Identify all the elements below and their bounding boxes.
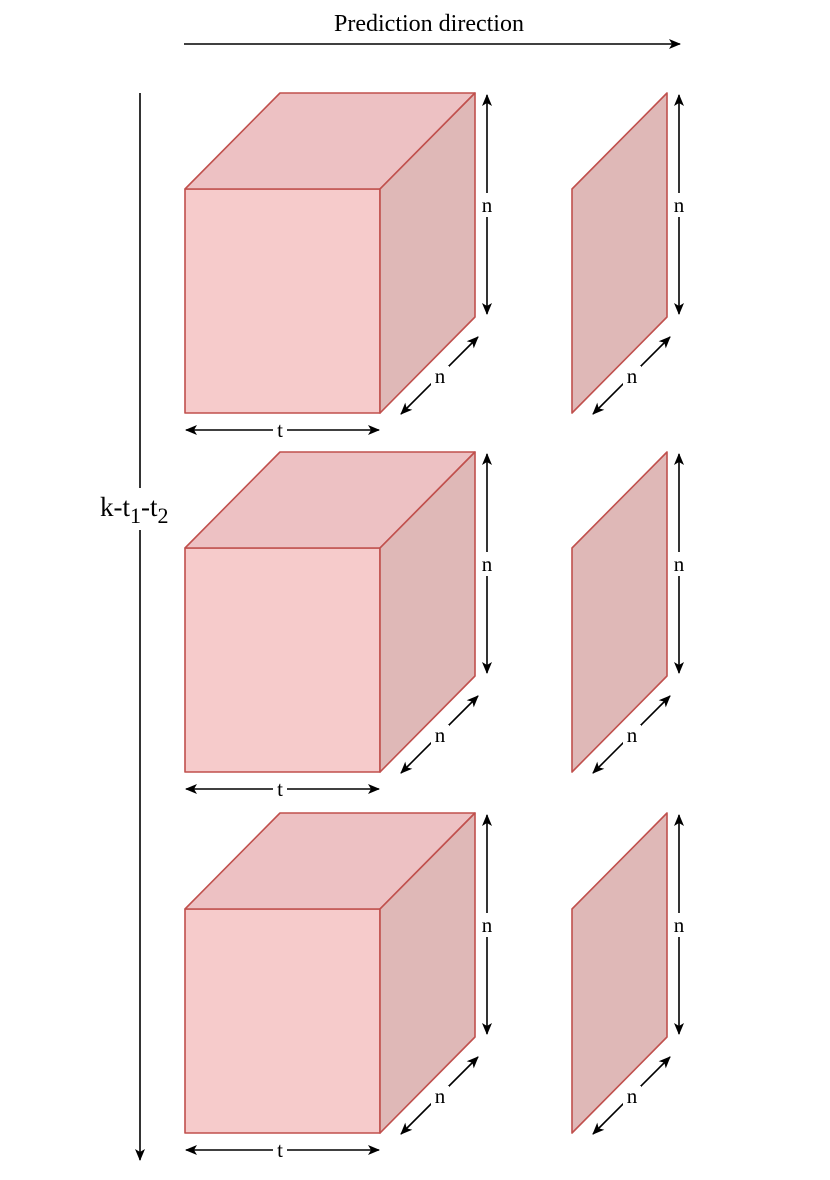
cube-width-dimension: t [185,418,380,442]
tensor-group: t n n n n [184,451,688,801]
slice-depth-label-background [623,1086,641,1108]
tensor-group: t n n n n [184,92,688,442]
cube-width-dimension: t [185,1138,380,1162]
slice-depth-label-background [623,725,641,747]
cube-depth-label-background [431,725,449,747]
output-slice [571,812,668,1134]
slice-height-dimension: n [670,453,688,674]
slice-height-label-background [670,193,688,217]
slice-depth-dimension: n [592,695,671,774]
cube-width-label-background [273,1140,287,1160]
cube-width-label: t [277,777,283,801]
slice-depth-dimension: n [592,1056,671,1135]
cube-depth-dimension: n [400,1056,479,1135]
batch-axis-label-t2: t [150,492,158,522]
cube-height-label: n [482,552,493,576]
input-cube [184,451,476,773]
batch-axis-label-t1: t [123,492,131,522]
cube-depth-label: n [435,1084,446,1108]
cube-depth-label: n [435,364,446,388]
cube-height-dimension: n [478,94,496,315]
cube-width-dimension: t [185,777,380,801]
cube-side-face [379,451,476,773]
slice-depth-label-background [623,366,641,388]
cube-depth-dimension: n [400,695,479,774]
slice-height-dimension: n [670,814,688,1035]
slice-depth-label: n [627,723,638,747]
cube-width-label: t [277,1138,283,1162]
slice-height-label: n [674,552,685,576]
slice-depth-label: n [627,364,638,388]
batch-axis-label-dash-2: - [141,492,150,522]
cube-depth-label: n [435,723,446,747]
output-slice [571,451,668,773]
input-cube [184,812,476,1134]
slice-depth-dimension: n [592,336,671,415]
batch-axis-label-dash-1: - [114,492,123,522]
slice-face [571,92,668,414]
prediction-direction-label: Prediction direction [334,11,524,37]
cube-height-label-background [478,552,496,576]
cube-depth-dimension: n [400,336,479,415]
cube-side-face [379,812,476,1134]
batch-axis-label-k: k [100,492,114,522]
batch-axis-label-t1-sub: 1 [130,503,141,528]
cube-height-label: n [482,913,493,937]
cube-depth-label-background [431,1086,449,1108]
cube-height-label-background [478,193,496,217]
batch-axis-label-t2-sub: 2 [158,503,169,528]
cube-height-label: n [482,193,493,217]
cube-front-face [184,188,381,414]
cube-width-label: t [277,418,283,442]
slice-height-label-background [670,913,688,937]
input-cube [184,92,476,414]
slice-height-label: n [674,913,685,937]
slice-height-label: n [674,193,685,217]
cube-front-face [184,547,381,773]
slice-face [571,812,668,1134]
slice-depth-label: n [627,1084,638,1108]
output-slice [571,92,668,414]
cube-height-dimension: n [478,453,496,674]
batch-axis-label: k-t1-t2 [100,492,169,528]
cube-width-label-background [273,420,287,440]
slice-height-label-background [670,552,688,576]
tensor-group: t n n n n [184,812,688,1162]
prediction-direction-header: Prediction direction [184,11,681,49]
cube-side-face [379,92,476,414]
slice-face [571,451,668,773]
cube-height-dimension: n [478,814,496,1035]
cube-front-face [184,908,381,1134]
cube-width-label-background [273,779,287,799]
batch-axis: k-t1-t2 [96,93,184,1161]
batch-axis-label-background [96,488,184,530]
cube-height-label-background [478,913,496,937]
cube-depth-label-background [431,366,449,388]
slice-height-dimension: n [670,94,688,315]
